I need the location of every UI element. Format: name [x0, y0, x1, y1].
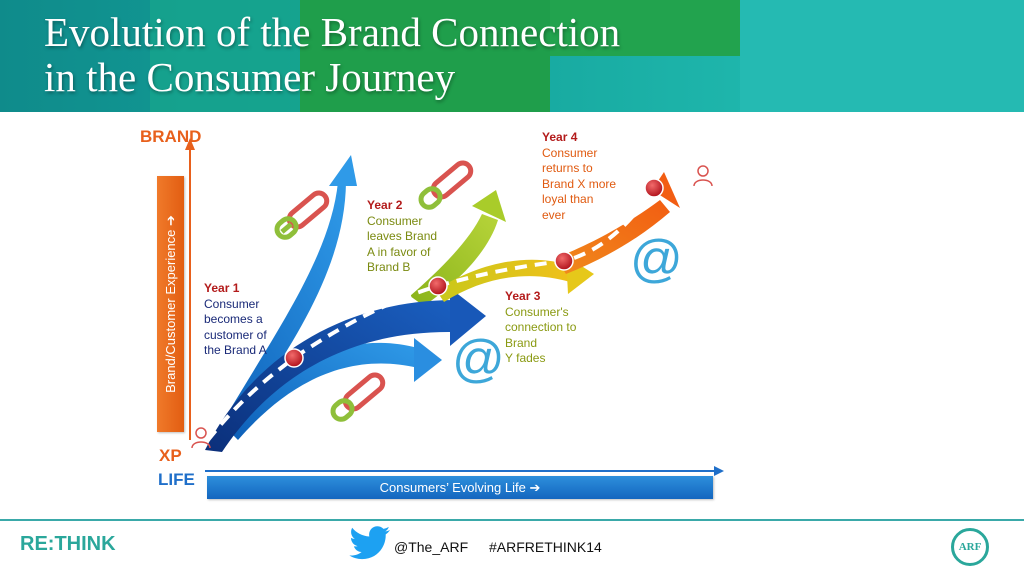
year-4-text: Consumer returns to Brand X more loyal t… [542, 145, 617, 222]
brand-axis-label: BRAND [140, 127, 202, 146]
header-decor-block [740, 0, 1024, 112]
at-sign-icon: @ [630, 230, 683, 288]
arf-badge: ARF [951, 528, 989, 566]
brand-experience-bar: Brand/Customer Experience ➔ [157, 176, 184, 432]
rethink-logo: RE:THINK [20, 533, 116, 555]
header-decor-block [550, 0, 740, 56]
year-2-text: Consumer leaves Brand A in favor of Bran… [367, 213, 438, 275]
year-1-marker [284, 348, 304, 368]
year-1-text: Consumer becomes a customer of the Brand… [204, 296, 267, 358]
life-axis-label: LIFE [158, 470, 195, 489]
slide-title-line-1: Evolution of the Brand Connection [44, 9, 621, 55]
year-3-title: Year 3 [505, 289, 541, 303]
evolving-life-bar: Consumers’ Evolving Life ➔ [207, 476, 713, 499]
brand-a-main-arrow [205, 288, 486, 452]
year-3-marker [554, 251, 574, 271]
paperclip-icon [274, 190, 330, 240]
header-decor-block [300, 0, 550, 112]
twitter-bird-icon [349, 526, 390, 560]
person-icon [191, 427, 211, 449]
year-1-title: Year 1 [204, 281, 240, 295]
year-4-callout: Year 4 Consumer returns to Brand X more … [542, 130, 616, 223]
brand-a-spike-arrow [212, 155, 357, 442]
year-2-title: Year 2 [367, 198, 403, 212]
twitter-handle: @The_ARF [394, 539, 469, 555]
life-axis-arrow [205, 466, 724, 476]
year-3-callout: Year 3 Consumer's connection to Brand Y … [505, 289, 576, 367]
at-sign-icon: @ [452, 330, 505, 388]
year-2-marker [428, 276, 448, 296]
year-4-title: Year 4 [542, 130, 578, 144]
person-icon [693, 165, 713, 187]
paperclip-icon [418, 160, 474, 210]
year-4-marker [644, 178, 664, 198]
year-2-callout: Year 2 Consumer leaves Brand A in favor … [367, 198, 437, 276]
year-1-callout: Year 1 Consumer becomes a customer of th… [204, 281, 267, 359]
xp-axis-label: XP [159, 446, 182, 465]
brand-experience-bar-label: Brand/Customer Experience ➔ [162, 215, 178, 393]
header-banner: Evolution of the Brand Connection in the… [0, 0, 1024, 112]
brand-axis-arrow [185, 138, 195, 440]
header-decor-block [150, 0, 300, 112]
paperclip-icon [330, 372, 386, 422]
slide-title-line-2: in the Consumer Journey [44, 54, 456, 100]
footer-divider [0, 519, 1024, 521]
slide-title: Evolution of the Brand Connection in the… [44, 10, 620, 100]
year-3-text: Consumer's connection to Brand Y fades [505, 304, 577, 366]
event-hashtag: #ARFRETHINK14 [489, 539, 602, 555]
